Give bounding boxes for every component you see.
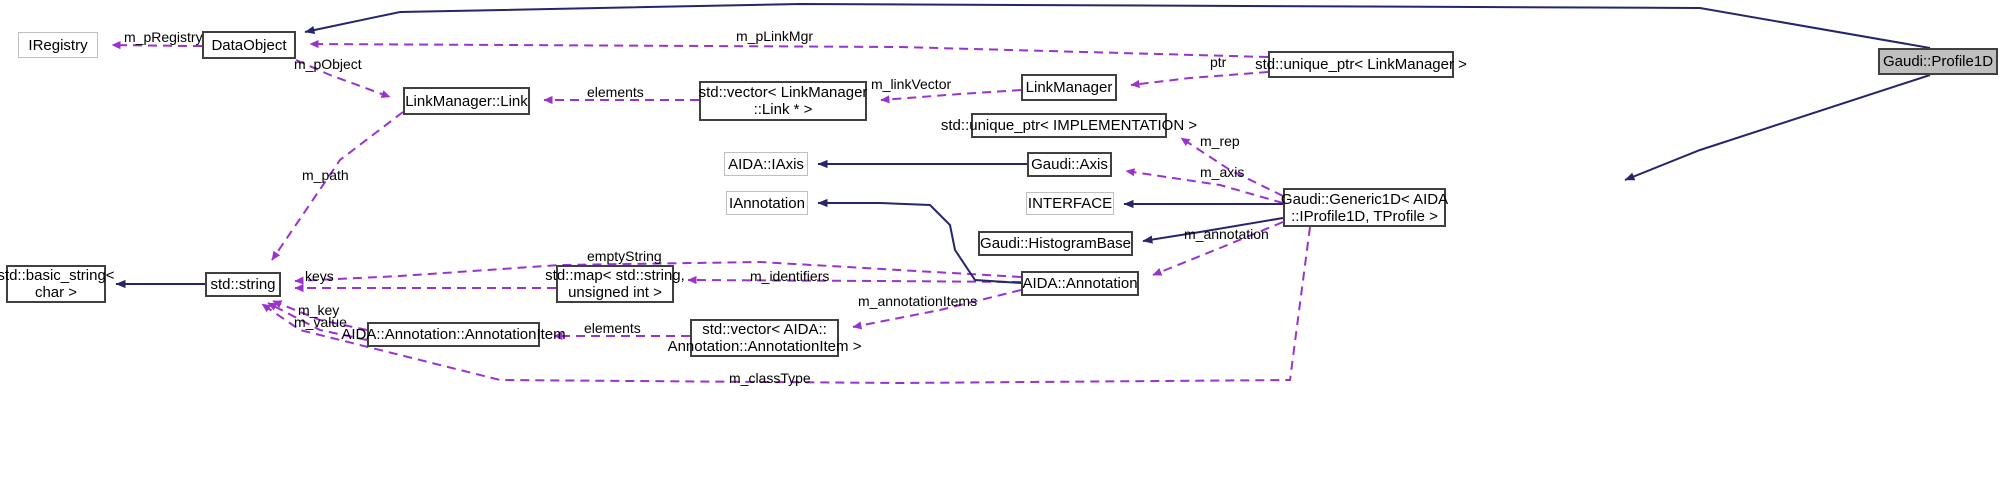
edge-label-m_path: m_path	[302, 167, 349, 183]
edge-ptr-linkmanager	[1130, 71, 1269, 89]
edge-label-m_identifiers: m_identifiers	[750, 268, 830, 284]
node-std-map-string-uint[interactable]: std::map< std::string, unsigned int >	[545, 265, 685, 303]
edge-label-m_annotationItems: m_annotationItems	[858, 293, 978, 309]
inheritance-edges	[115, 2, 1931, 289]
edge-label-emptyString: emptyString	[587, 248, 662, 264]
edge-m_pLinkMgr	[309, 39, 1269, 58]
node-linkmanager[interactable]: LinkManager	[1021, 74, 1117, 101]
node-aida-iaxis[interactable]: AIDA::IAxis	[724, 152, 808, 176]
edge-inherit-histogrambase	[1142, 217, 1284, 244]
edge-m_linkVector	[880, 89, 1022, 104]
node-vector-annotation-item[interactable]: std::vector< AIDA:: Annotation::Annotati…	[667, 319, 862, 357]
edge-label-m_annotation: m_annotation	[1184, 226, 1269, 242]
edge-label-elements-link: elements	[587, 84, 644, 100]
edge-m_axis	[1125, 168, 1284, 204]
edge-label-keys: keys	[305, 268, 334, 284]
edge-label-m_pObject: m_pObject	[294, 56, 362, 72]
edge-m_path	[271, 111, 404, 261]
edge-m_pRegistry	[111, 41, 202, 50]
node-unique-ptr-implementation[interactable]: std::unique_ptr< IMPLEMENTATION >	[941, 113, 1197, 138]
node-unique-ptr-linkmanager[interactable]: std::unique_ptr< LinkManager >	[1255, 51, 1467, 78]
edge-m_identifiers	[687, 275, 1022, 285]
edge-inherit-iannotation	[817, 198, 1022, 284]
node-gaudi-profile1d[interactable]: Gaudi::Profile1D	[1878, 48, 1998, 75]
usage-edges	[111, 39, 1311, 385]
node-linkmanager-link[interactable]: LinkManager::Link	[403, 87, 530, 115]
edge-m_annotation	[1152, 221, 1284, 276]
node-aida-annotation[interactable]: AIDA::Annotation	[1021, 271, 1139, 296]
edge-inherit-dataobject	[304, 2, 1931, 49]
edge-m_key	[272, 300, 368, 331]
edge-label-m_classType: m_classType	[729, 370, 811, 386]
node-annotation-item[interactable]: AIDA::Annotation::AnnotationItem	[341, 322, 566, 347]
node-dataobject[interactable]: DataObject	[202, 31, 296, 59]
node-iregistry[interactable]: IRegistry	[18, 32, 98, 58]
node-std-string[interactable]: std::string	[205, 272, 281, 297]
edge-label-elements-item: elements	[584, 320, 641, 336]
node-std-basic-string[interactable]: std::basic_string< char >	[0, 265, 115, 303]
edge-m_annotationItems	[852, 289, 1022, 330]
edge-label-m_linkVector: m_linkVector	[871, 76, 952, 92]
edge-label-m_rep: m_rep	[1200, 133, 1240, 149]
edge-inherit-generic1d	[1624, 74, 1931, 181]
edge-m_rep	[1180, 137, 1284, 197]
edge-m_value	[267, 302, 368, 341]
edge-label-ptr: ptr	[1210, 54, 1227, 70]
edge-m_pObject	[295, 59, 391, 98]
node-iannotation[interactable]: IAnnotation	[726, 191, 808, 215]
node-gaudi-generic1d[interactable]: Gaudi::Generic1D< AIDA ::IProfile1D, TPr…	[1281, 188, 1448, 227]
edge-label-m_key: m_key	[298, 302, 340, 318]
edge-label-m_axis: m_axis	[1200, 164, 1245, 180]
edge-label-m_pRegistry: m_pRegistry	[124, 29, 203, 45]
edge-m_classType	[261, 226, 1311, 385]
node-vector-linkmanager-link[interactable]: std::vector< LinkManager ::Link * >	[699, 81, 867, 121]
edge-label-m_pLinkMgr: m_pLinkMgr	[736, 28, 814, 44]
edge-label-m_value: m_value	[294, 314, 347, 330]
node-gaudi-axis[interactable]: Gaudi::Axis	[1027, 152, 1112, 177]
node-gaudi-histogrambase[interactable]: Gaudi::HistogramBase	[978, 231, 1133, 256]
node-interface[interactable]: INTERFACE	[1026, 192, 1114, 215]
